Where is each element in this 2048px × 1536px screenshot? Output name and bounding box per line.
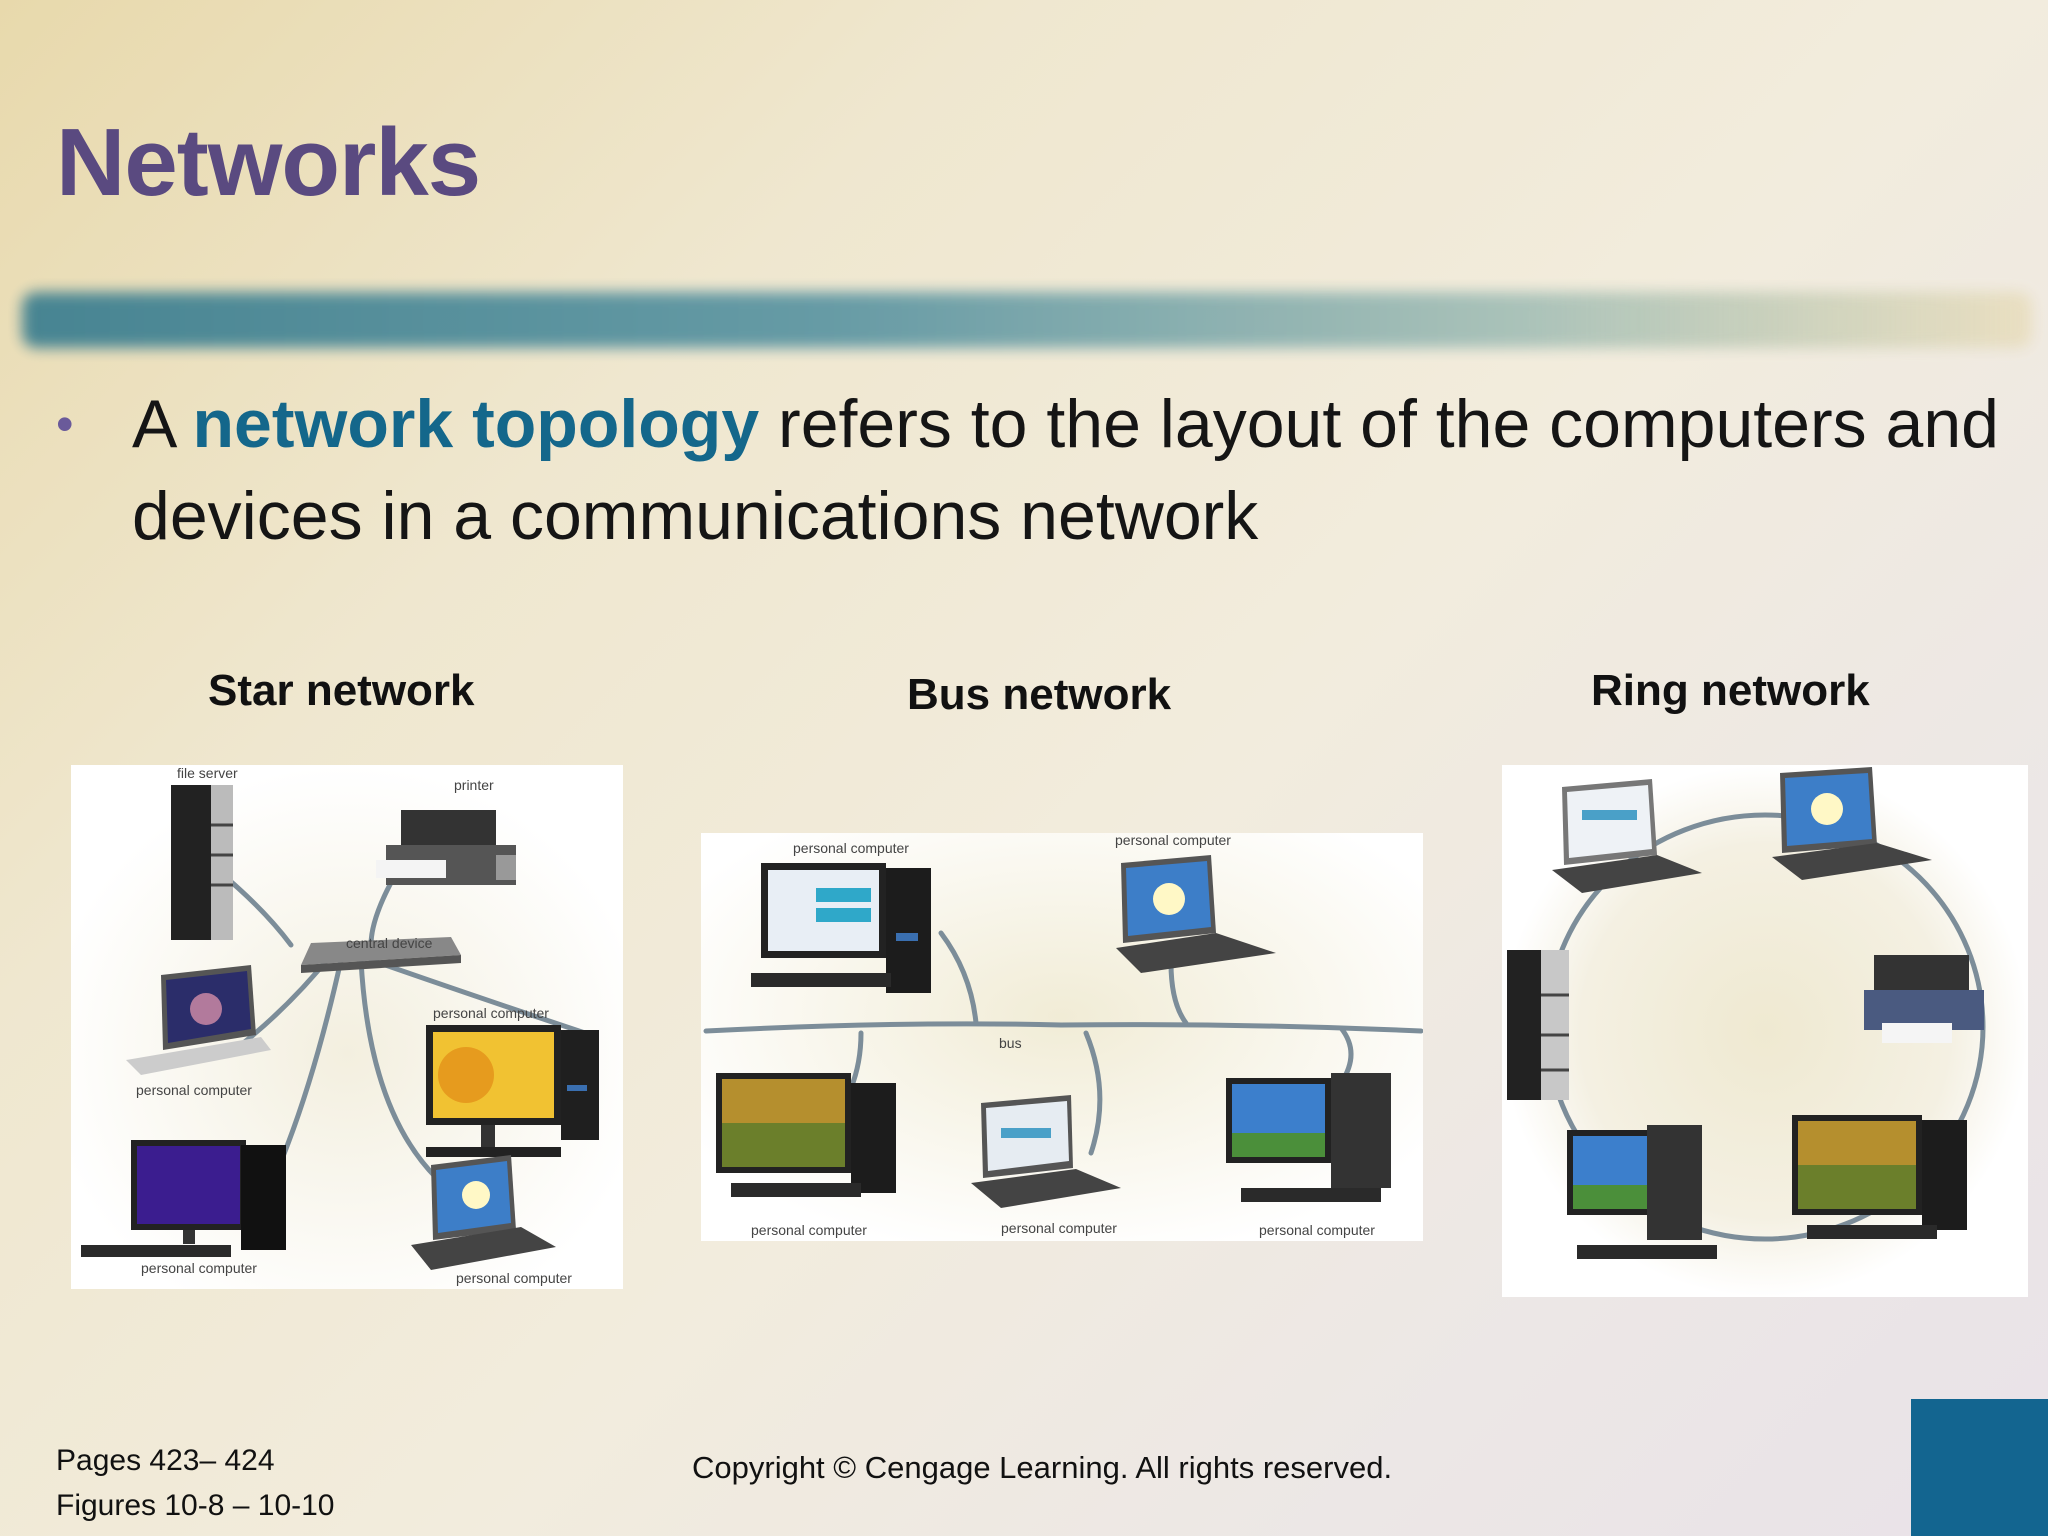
printer-icon: [376, 810, 516, 885]
bus-desktop-top-left-icon: [751, 863, 931, 993]
bus-label-pc-top-left: personal computer: [793, 840, 909, 856]
bullet-suffix: refers to the layout of the computers an…: [132, 386, 1999, 554]
bus-network-illustration: personal computer personal computer bus …: [701, 833, 1423, 1241]
desktop-bottom-left-icon: [81, 1140, 286, 1257]
title-divider: [22, 292, 2032, 348]
footer-figures: Figures 10-8 – 10-10: [56, 1489, 335, 1522]
bus-network-heading: Bus network: [907, 670, 1172, 719]
file-server-icon: [171, 785, 233, 940]
label-central-device: central device: [346, 935, 433, 951]
bullet-marker: •: [56, 396, 74, 452]
bus-label-pc-top-right: personal computer: [1115, 833, 1231, 848]
central-device-icon: [301, 937, 461, 973]
bus-label-pc-bottom-2: personal computer: [1001, 1220, 1117, 1236]
bus-label-bus: bus: [999, 1035, 1022, 1051]
ring-desktop-bottom-left-icon: [1567, 1125, 1717, 1259]
ring-printer-icon: [1864, 955, 1984, 1043]
star-network-illustration: file server printer central device perso…: [71, 765, 623, 1289]
label-pc-bottom-right: personal computer: [456, 1270, 572, 1286]
label-pc-bottom-left: personal computer: [141, 1260, 257, 1276]
ring-network-illustration: [1502, 765, 2028, 1297]
star-network-heading: Star network: [208, 666, 475, 715]
label-printer: printer: [454, 777, 494, 793]
bus-laptop-bottom-2-icon: [971, 1095, 1121, 1208]
slide-title: Networks: [56, 109, 481, 216]
footer-pages: Pages 423– 424: [56, 1444, 275, 1477]
label-pc-right: personal computer: [433, 1005, 549, 1021]
laptop-bottom-right-icon: [411, 1155, 556, 1270]
bullet-text: A network topology refers to the layout …: [132, 378, 2032, 562]
ring-network-heading: Ring network: [1591, 666, 1870, 715]
label-pc-left: personal computer: [136, 1082, 252, 1098]
ring-network-diagram: [1502, 765, 2028, 1297]
desktop-right-icon: [426, 1025, 599, 1157]
laptop-left-icon: [126, 965, 271, 1075]
footer-copyright: Copyright © Cengage Learning. All rights…: [692, 1450, 1393, 1485]
bus-desktop-bottom-1-icon: [716, 1073, 896, 1197]
bus-label-pc-bottom-1: personal computer: [751, 1222, 867, 1238]
label-file-server: file server: [177, 765, 238, 781]
ring-desktop-bottom-right-icon: [1792, 1115, 1967, 1239]
ring-laptop-top-right-icon: [1772, 767, 1932, 880]
bus-desktop-bottom-3-icon: [1226, 1073, 1391, 1202]
bus-network-diagram: personal computer personal computer bus …: [701, 833, 1423, 1241]
ring-server-icon: [1507, 950, 1569, 1100]
bus-label-pc-bottom-3: personal computer: [1259, 1222, 1375, 1238]
corner-accent-block: [1911, 1399, 2048, 1536]
bullet-prefix: A: [132, 386, 193, 462]
ring-laptop-top-left-icon: [1552, 779, 1702, 893]
bus-laptop-top-right-icon: [1116, 855, 1276, 973]
bullet-keyword: network topology: [192, 386, 760, 462]
star-network-diagram: file server printer central device perso…: [71, 765, 623, 1289]
